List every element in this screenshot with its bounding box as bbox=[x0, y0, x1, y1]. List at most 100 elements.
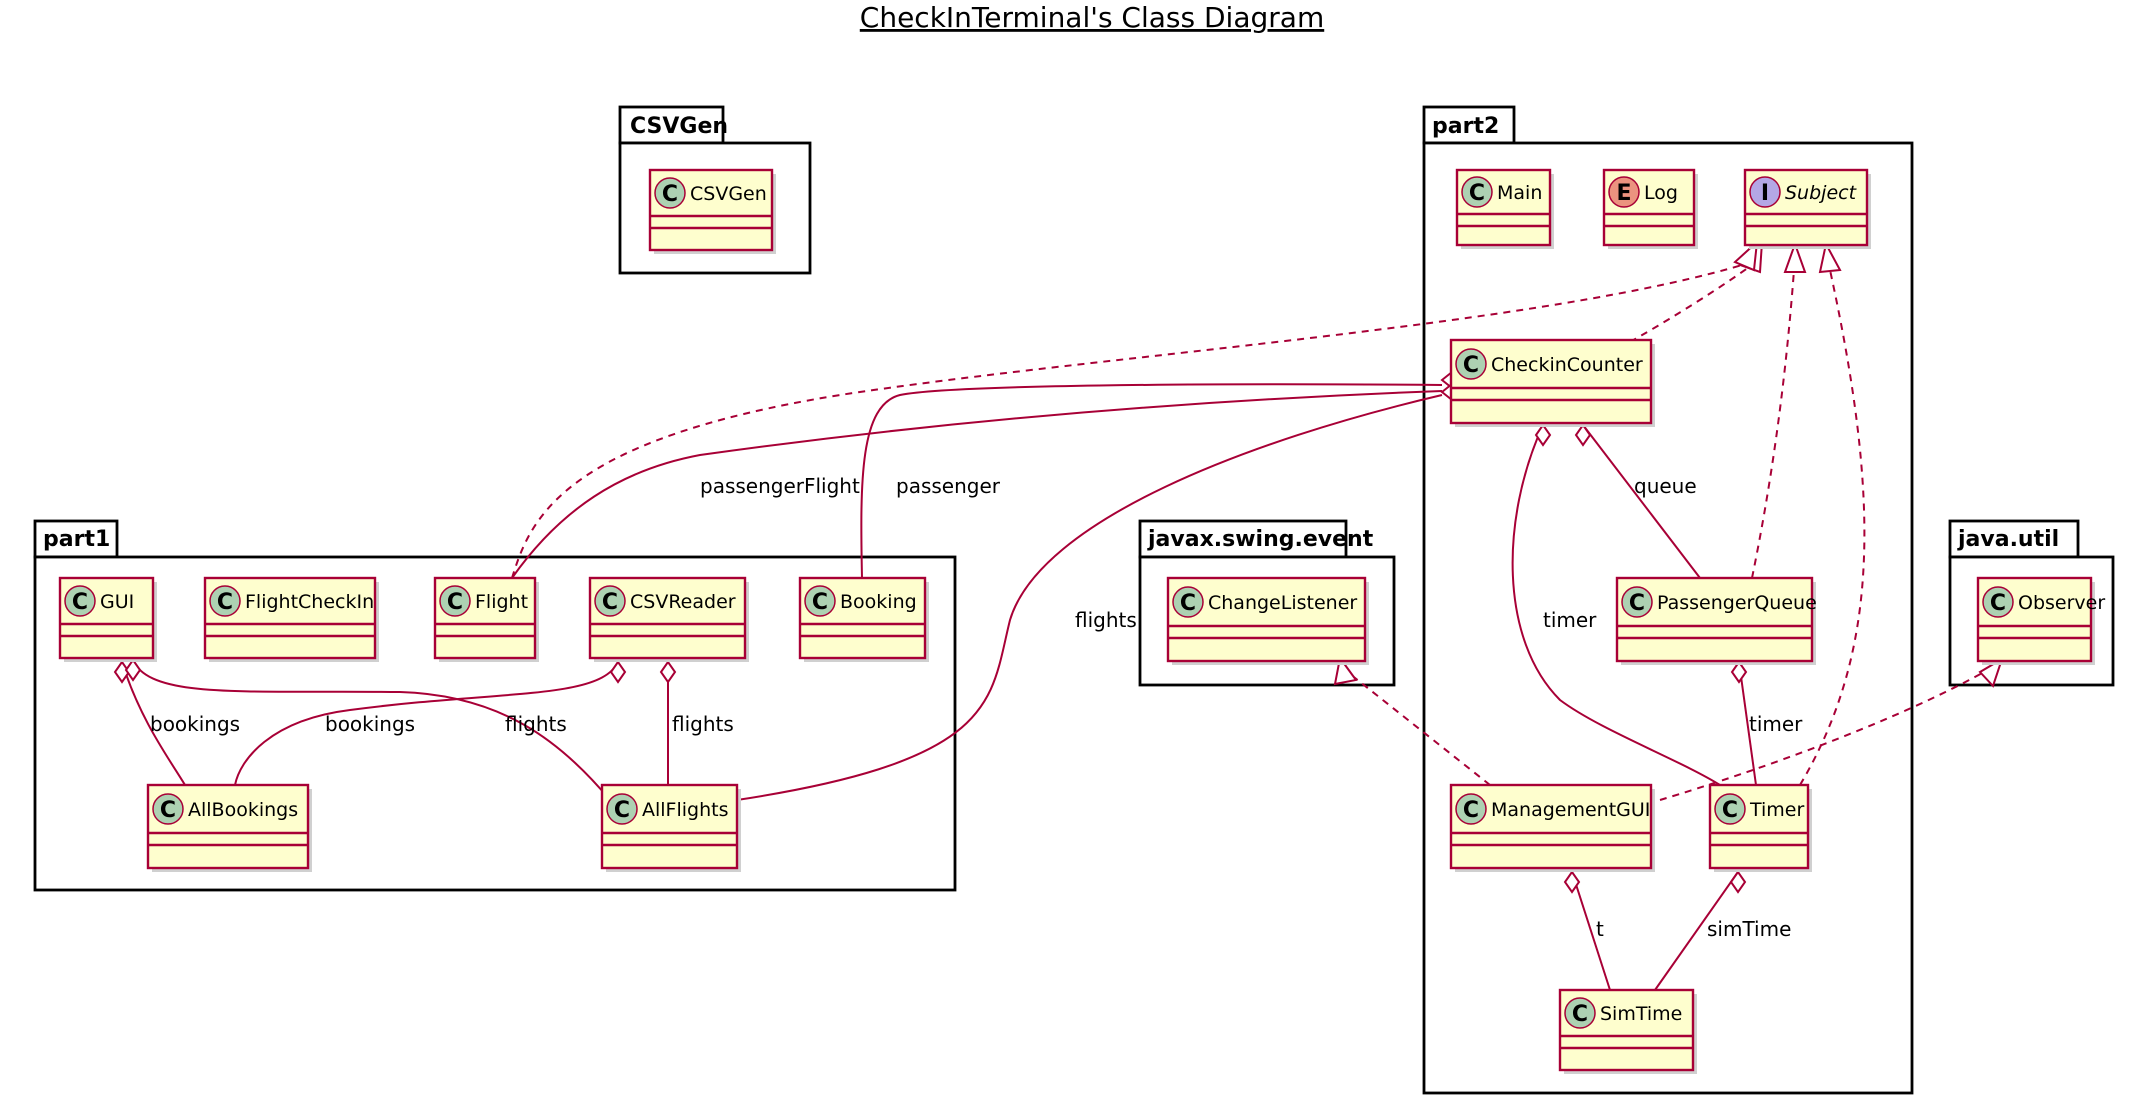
aggregation-diamond bbox=[124, 658, 142, 682]
edge-label-flights-csvreader: flights bbox=[672, 712, 734, 736]
class-booking[interactable]: C Booking bbox=[798, 576, 929, 662]
class-icon bbox=[606, 793, 638, 825]
edge-checkincounter-timer bbox=[1511, 424, 1721, 786]
class-icon-letter: C bbox=[1722, 798, 1738, 823]
class-name: Booking bbox=[840, 591, 917, 613]
class-icon-letter: C bbox=[1463, 353, 1479, 378]
class-timer[interactable]: C Timer bbox=[1708, 783, 1812, 872]
package-label: javax.swing.event bbox=[1147, 527, 1374, 552]
enum-icon-letter: E bbox=[1616, 181, 1631, 206]
class-name: GUI bbox=[100, 591, 134, 613]
aggregation-diamond bbox=[609, 660, 627, 684]
edge-label-bookings-csvreader: bookings bbox=[325, 712, 415, 736]
class-icon bbox=[1461, 176, 1493, 208]
class-box bbox=[1166, 576, 1367, 663]
class-icon bbox=[804, 585, 836, 617]
class-checkincounter[interactable]: C CheckinCounter bbox=[1449, 338, 1655, 427]
aggregation-diamond bbox=[1729, 870, 1747, 894]
edge-checkincounter-subject bbox=[1629, 264, 1753, 343]
class-name: CheckinCounter bbox=[1491, 354, 1643, 376]
edge-label-timer-checkin: timer bbox=[1543, 608, 1597, 632]
edge-label-bookings-gui: bookings bbox=[150, 712, 240, 736]
class-icon-letter: C bbox=[614, 798, 630, 823]
class-icon bbox=[654, 177, 686, 209]
class-icon bbox=[152, 793, 184, 825]
class-icon bbox=[594, 585, 626, 617]
aggregation-diamond bbox=[1730, 660, 1748, 684]
class-icon bbox=[209, 585, 241, 617]
edge-label-passenger: passenger bbox=[896, 474, 1001, 498]
diagram-title: CheckInTerminal's Class Diagram bbox=[860, 1, 1324, 34]
class-flightcheckin[interactable]: C FlightCheckIn bbox=[203, 576, 379, 662]
enum-icon bbox=[1608, 176, 1640, 208]
aggregation-diamond bbox=[1563, 870, 1581, 894]
class-log[interactable]: E Log bbox=[1602, 168, 1698, 249]
class-allbookings[interactable]: C AllBookings bbox=[146, 783, 312, 872]
edge-label-passengerflight: passengerFlight bbox=[700, 474, 860, 498]
class-name: SimTime bbox=[1600, 1003, 1682, 1025]
class-icon bbox=[1714, 793, 1746, 825]
edge-label-simtime: simTime bbox=[1707, 917, 1791, 941]
class-icon bbox=[1564, 997, 1596, 1029]
class-icon-letter: C bbox=[217, 590, 233, 615]
aggregation-diamond bbox=[659, 660, 677, 684]
class-gui[interactable]: C GUI bbox=[58, 576, 157, 662]
aggregation-diamond bbox=[1534, 423, 1552, 447]
interface-icon-letter: I bbox=[1761, 181, 1769, 206]
edge-labels: passengerFlight passenger flights queue … bbox=[150, 474, 1803, 941]
realization-arrowhead bbox=[1783, 241, 1807, 273]
class-icon bbox=[64, 585, 96, 617]
class-name: Log bbox=[1644, 182, 1678, 204]
realization-arrowhead bbox=[1818, 241, 1842, 274]
edge-checkincounter-passengerqueue bbox=[1582, 424, 1701, 579]
class-name: AllFlights bbox=[642, 799, 729, 821]
edge-label-flights-gui: flights bbox=[505, 712, 567, 736]
class-box bbox=[1615, 576, 1814, 663]
class-name: FlightCheckIn bbox=[245, 591, 374, 613]
edge-managementgui-simtime bbox=[1571, 871, 1611, 991]
edge-passengerqueue-timer bbox=[1738, 661, 1757, 786]
class-name: CSVGen bbox=[690, 183, 767, 205]
class-icon bbox=[439, 585, 471, 617]
edge-timer-simtime bbox=[1654, 871, 1739, 991]
class-icon-letter: C bbox=[812, 590, 828, 615]
class-box bbox=[1449, 338, 1653, 425]
class-icon-letter: C bbox=[72, 590, 88, 615]
class-box bbox=[1449, 783, 1653, 870]
class-allflights[interactable]: C AllFlights bbox=[600, 783, 741, 872]
edge-checkincounter-flight bbox=[511, 390, 1443, 579]
class-name: PassengerQueue bbox=[1657, 592, 1817, 614]
class-name: Flight bbox=[475, 591, 528, 613]
class-csvreader[interactable]: C CSVReader bbox=[588, 576, 749, 662]
class-icon bbox=[1172, 586, 1204, 618]
class-name: CSVReader bbox=[630, 591, 736, 613]
package-label: part2 bbox=[1432, 114, 1499, 139]
class-icon-letter: C bbox=[1629, 591, 1645, 616]
edge-passengerqueue-subject bbox=[1751, 269, 1795, 579]
class-passengerqueue[interactable]: C PassengerQueue bbox=[1615, 576, 1817, 665]
class-name: AllBookings bbox=[188, 799, 298, 821]
realization-arrowhead bbox=[1978, 656, 2004, 688]
class-icon-letter: C bbox=[602, 590, 618, 615]
package-label: part1 bbox=[43, 527, 110, 552]
class-icon-letter: C bbox=[160, 798, 176, 823]
edge-checkincounter-booking bbox=[860, 383, 1443, 579]
relations bbox=[113, 239, 2004, 991]
edge-gui-allflights bbox=[132, 659, 611, 801]
edge-csvreader-allbookings bbox=[234, 661, 619, 786]
class-name: ChangeListener bbox=[1208, 592, 1357, 614]
class-icon bbox=[1982, 586, 2014, 618]
edge-label-t: t bbox=[1596, 917, 1604, 941]
class-name: Main bbox=[1497, 182, 1542, 204]
class-name: Timer bbox=[1749, 799, 1804, 821]
